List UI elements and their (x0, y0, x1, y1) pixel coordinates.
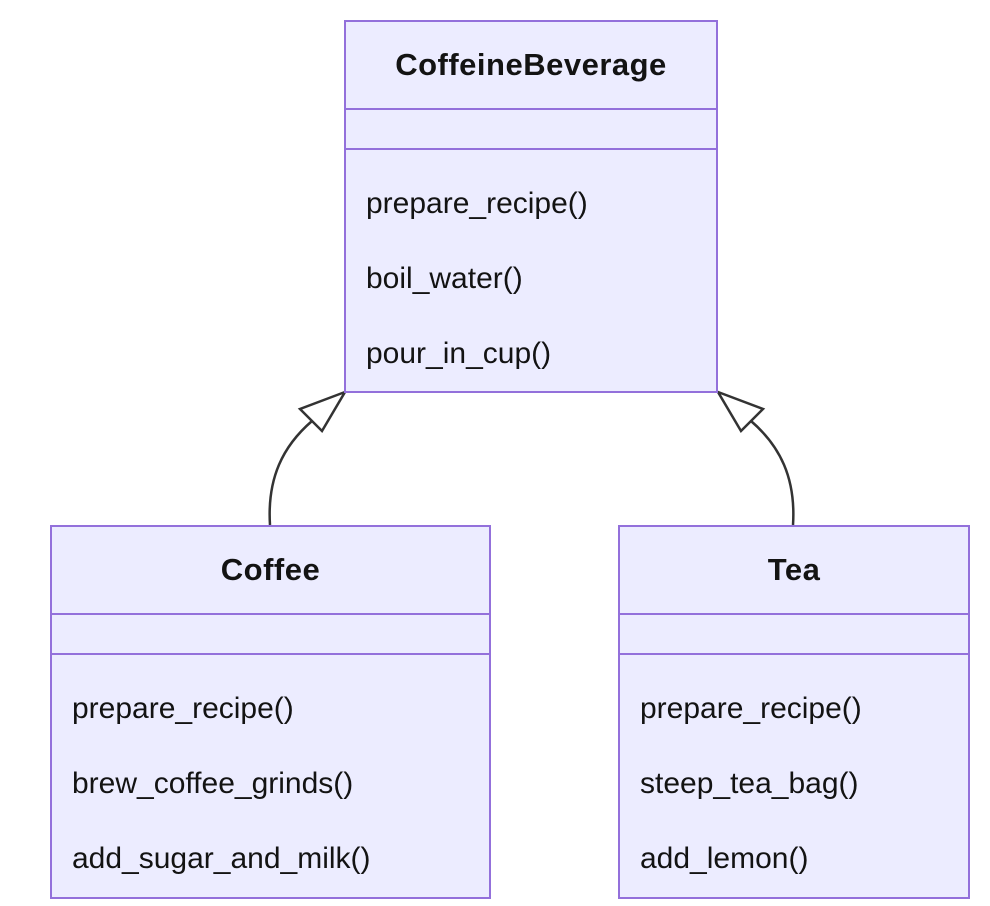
class-box-coffee: Coffee prepare_recipe() brew_coffee_grin… (50, 525, 491, 899)
class-attributes-compartment-empty (620, 613, 968, 655)
inheritance-arrow-tea-to-parent (715, 389, 795, 526)
inheritance-edge-line (750, 420, 795, 526)
inheritance-edge-line (268, 420, 313, 526)
class-name-label: Tea (767, 552, 821, 587)
class-methods-compartment: prepare_recipe() boil_water() pour_in_cu… (346, 150, 716, 391)
method-label: boil_water() (366, 261, 523, 295)
hollow-triangle-arrowhead (715, 389, 766, 434)
class-box-tea: Tea prepare_recipe() steep_tea_bag() add… (618, 525, 970, 899)
method-label: prepare_recipe() (72, 691, 294, 725)
method-label: brew_coffee_grinds() (72, 766, 354, 800)
class-name-label: Coffee (220, 552, 321, 587)
class-attributes-compartment-empty (52, 613, 489, 655)
inheritance-arrow-coffee-to-parent (268, 389, 348, 526)
method-label: steep_tea_bag() (640, 766, 859, 800)
method-label: add_lemon() (640, 841, 809, 875)
class-box-coffeine-beverage: CoffeineBeverage prepare_recipe() boil_w… (344, 20, 718, 393)
method-label: prepare_recipe() (366, 186, 588, 220)
method-label: prepare_recipe() (640, 691, 862, 725)
class-methods-compartment: prepare_recipe() brew_coffee_grinds() ad… (52, 655, 489, 897)
hollow-triangle-arrowhead (297, 389, 348, 434)
class-methods-compartment: prepare_recipe() steep_tea_bag() add_lem… (620, 655, 968, 897)
class-name-label: CoffeineBeverage (395, 46, 667, 82)
method-label: pour_in_cup() (366, 336, 552, 370)
class-attributes-compartment-empty (346, 107, 716, 150)
method-label: add_sugar_and_milk() (72, 841, 371, 875)
